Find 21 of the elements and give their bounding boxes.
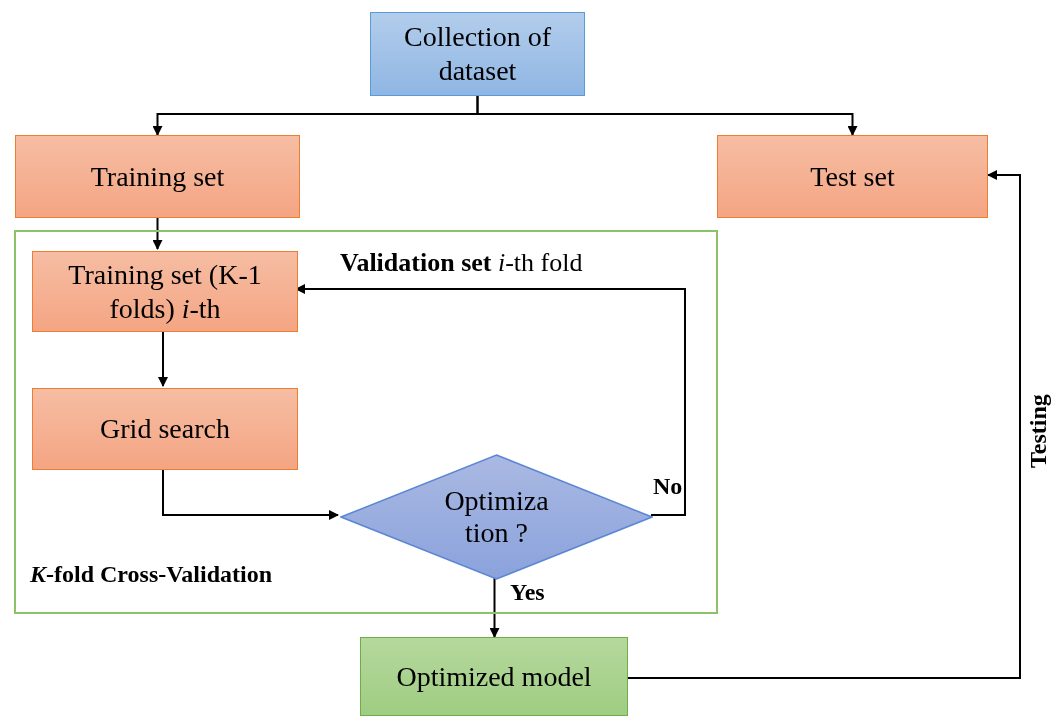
node-text: Training set [90, 159, 225, 194]
process-box [32, 251, 298, 332]
process-box [717, 135, 988, 218]
group-title: K-fold Cross-Validation [30, 561, 273, 587]
arrow [627, 170, 1021, 679]
node-text: Training set (K-1 folds) i-th [67, 257, 263, 326]
node-text: Optimized model [396, 659, 592, 694]
process-box [15, 135, 300, 218]
arrow [152, 217, 163, 250]
flow-label: Validation set i-th fold [340, 250, 583, 276]
process-box [370, 12, 585, 96]
process-box [32, 388, 298, 470]
arrow [489, 577, 500, 638]
node-text: Collection of dataset [403, 20, 552, 88]
arrow [476, 95, 858, 136]
node-text: Test set [810, 159, 895, 194]
group-frame [14, 230, 718, 614]
node-text: Optimiza tion ? [444, 484, 549, 548]
decision-diamond [340, 454, 653, 580]
node-text: Grid search [100, 412, 230, 446]
process-box [360, 637, 628, 716]
